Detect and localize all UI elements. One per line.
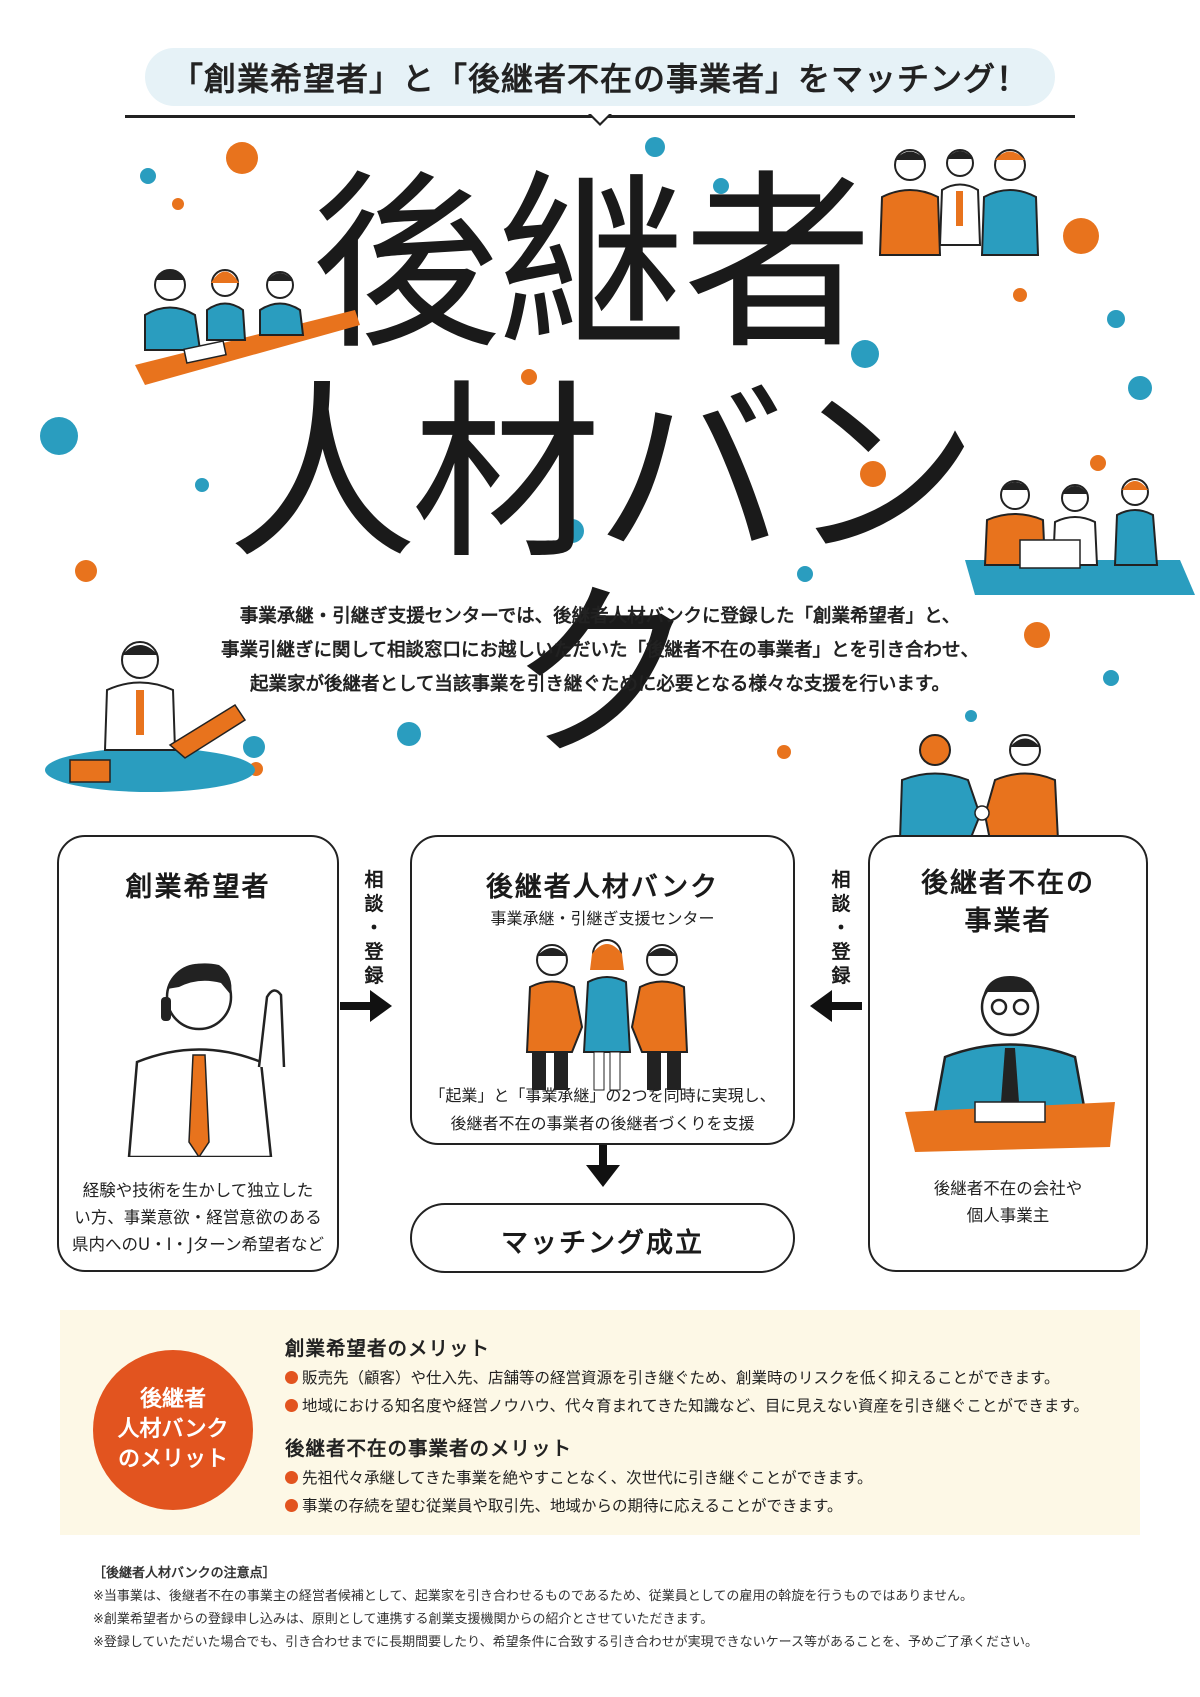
merit-item: 販売先（顧客）や仕入先、店舗等の経営資源を引き継ぐため、創業時のリスクを低く抑え… (285, 1366, 1060, 1388)
note-item: ※当事業は、後継者不在の事業主の経営者候補として、起業家を引き合わせるものである… (93, 1589, 973, 1604)
business-owner-title-line: 後継者不在の (921, 868, 1095, 899)
talent-bank-desc-line: 「起業」と「事業承継」の2つを同時に実現し、 (429, 1086, 776, 1105)
business-owner-title: 後継者不在の 事業者 (870, 865, 1146, 941)
talent-bank-box: 後継者人材バンク 事業承継・引継ぎ支援センター 「起業」と「事業承継」の2つを同… (410, 835, 795, 1145)
bullet-icon (285, 1499, 298, 1512)
merit-heading-founder: 創業希望者のメリット (285, 1337, 491, 1360)
bullet-icon (285, 1371, 298, 1384)
founder-desc: 経験や技術を生かして独立した い方、事業意欲・経営意欲のある 県内へのU・I・J… (59, 1177, 337, 1258)
merit-item: 先祖代々承継してきた事業を絶やすことなく、次世代に引き継ぐことができます。 (285, 1466, 873, 1488)
notes-section: ［後継者人材バンクの注意点］ ※当事業は、後継者不在の事業主の経営者候補として、… (93, 1562, 1123, 1654)
person-phone-icon (127, 963, 286, 1157)
handshake-group-icon (525, 939, 689, 1091)
matching-result-box: マッチング成立 (410, 1203, 795, 1273)
merit-item-text: 地域における知名度や経営ノウハウ、代々育まれてきた知識など、目に見えない資産を引… (302, 1397, 1089, 1415)
talent-bank-desc: 「起業」と「事業承継」の2つを同時に実現し、 後継者不在の事業者の後継者づくりを… (412, 1082, 793, 1138)
founder-desc-line: 県内へのU・I・Jターン希望者など (72, 1235, 324, 1254)
note-item: ※創業希望者からの登録申し込みは、原則として連携する創業支援機関からの紹介とさせ… (93, 1612, 714, 1627)
intro-line: 事業引継ぎに関して相談窓口にお越しいただいた「後継者不在の事業者」とを引き合わせ… (221, 640, 979, 661)
founder-desc-line: い方、事業意欲・経営意欲のある (74, 1208, 322, 1227)
top-banner: 「創業希望者」と「後継者不在の事業者」をマッチング！ (145, 48, 1055, 106)
arrow-left-shaft (830, 1002, 862, 1010)
laptop-worker-icon (45, 641, 255, 792)
merit-item: 地域における知名度や経営ノウハウ、代々育まれてきた知識など、目に見えない資産を引… (285, 1394, 1089, 1416)
founder-title: 創業希望者 (125, 872, 271, 903)
matching-result-label: マッチング成立 (501, 1228, 704, 1259)
arrow-label-char: 談 (364, 893, 384, 915)
merit-item-text: 先祖代々承継してきた事業を絶やすことなく、次世代に引き継ぐことができます。 (302, 1469, 873, 1487)
main-title-line2: 人材バンク (227, 364, 979, 785)
arrow-down-shaft (599, 1145, 607, 1167)
intro-line: 起業家が後継者として当該事業を引き継ぐために必要となる様々な支援を行います。 (249, 674, 951, 695)
bullet-icon (285, 1399, 298, 1412)
businessman-desk-icon (905, 976, 1115, 1152)
arrow-label-char: ・ (831, 917, 851, 939)
arrow-left-head (810, 990, 832, 1022)
talent-bank-title: 後継者人材バンク (485, 872, 720, 903)
arrow-label-left: 相 談 ・ 登 録 (360, 868, 388, 988)
founder-box: 創業希望者 経験や技術を生かして独立した い方、事業意欲・経営意欲のある 県内へ… (57, 835, 339, 1272)
merit-item-text: 販売先（顧客）や仕入先、店舗等の経営資源を引き継ぐため、創業時のリスクを低く抑え… (302, 1369, 1060, 1387)
business-owner-desc-line: 後継者不在の会社や (933, 1179, 1083, 1198)
handshake-icon (898, 734, 1060, 840)
business-owner-desc: 後継者不在の会社や 個人事業主 (870, 1175, 1146, 1229)
notes-heading: ［後継者人材バンクの注意点］ (93, 1566, 276, 1581)
bullet-icon (285, 1471, 298, 1484)
founder-desc-line: 経験や技術を生かして独立した (82, 1181, 314, 1200)
business-owner-title-line: 事業者 (964, 906, 1052, 937)
arrow-label-char: 登 (831, 941, 851, 963)
meeting-group-icon (135, 269, 360, 385)
arrow-label-char: ・ (364, 917, 384, 939)
main-title-line1: 後継者 (310, 154, 873, 375)
intro-text: 事業承継・引継ぎ支援センターでは、後継者人材バンクに登録した「創業希望者」と、 … (150, 600, 1050, 702)
merits-badge-line: 人材バンク (117, 1417, 229, 1442)
merit-heading-owner: 後継者不在の事業者のメリット (285, 1437, 573, 1460)
merits-badge: 後継者 人材バンク のメリット (93, 1350, 253, 1510)
talent-bank-subtitle: 事業承継・引継ぎ支援センター (490, 909, 715, 928)
team-group-icon (878, 149, 1040, 256)
laptop-team-icon (965, 478, 1195, 595)
merits-badge-line: 後継者 (139, 1387, 206, 1412)
merits-badge-line: のメリット (117, 1447, 228, 1472)
note-item: ※登録していただいた場合でも、引き合わせまでに長期間要したり、希望条件に合致する… (93, 1635, 1038, 1650)
business-owner-desc-line: 個人事業主 (966, 1206, 1050, 1225)
arrow-label-char: 談 (831, 893, 851, 915)
merit-item: 事業の存続を望む従業員や取引先、地域からの期待に応えることができます。 (285, 1494, 843, 1516)
merit-item-text: 事業の存続を望む従業員や取引先、地域からの期待に応えることができます。 (302, 1497, 843, 1515)
arrow-label-char: 録 (831, 965, 851, 987)
banner-notch-inner (591, 114, 609, 123)
talent-bank-desc-line: 後継者不在の事業者の後継者づくりを支援 (450, 1114, 755, 1133)
business-owner-box: 後継者不在の 事業者 後継者不在の会社や 個人事業主 (868, 835, 1148, 1272)
arrow-label-char: 相 (364, 869, 384, 891)
arrow-label-char: 相 (831, 869, 851, 891)
arrow-right-head (370, 990, 392, 1022)
intro-line: 事業承継・引継ぎ支援センターでは、後継者人材バンクに登録した「創業希望者」と、 (239, 606, 961, 627)
arrow-down-head (586, 1165, 620, 1187)
arrow-label-right: 相 談 ・ 登 録 (827, 868, 855, 988)
arrow-right-shaft (340, 1002, 372, 1010)
arrow-label-char: 登 (364, 941, 384, 963)
arrow-label-char: 録 (364, 965, 384, 987)
